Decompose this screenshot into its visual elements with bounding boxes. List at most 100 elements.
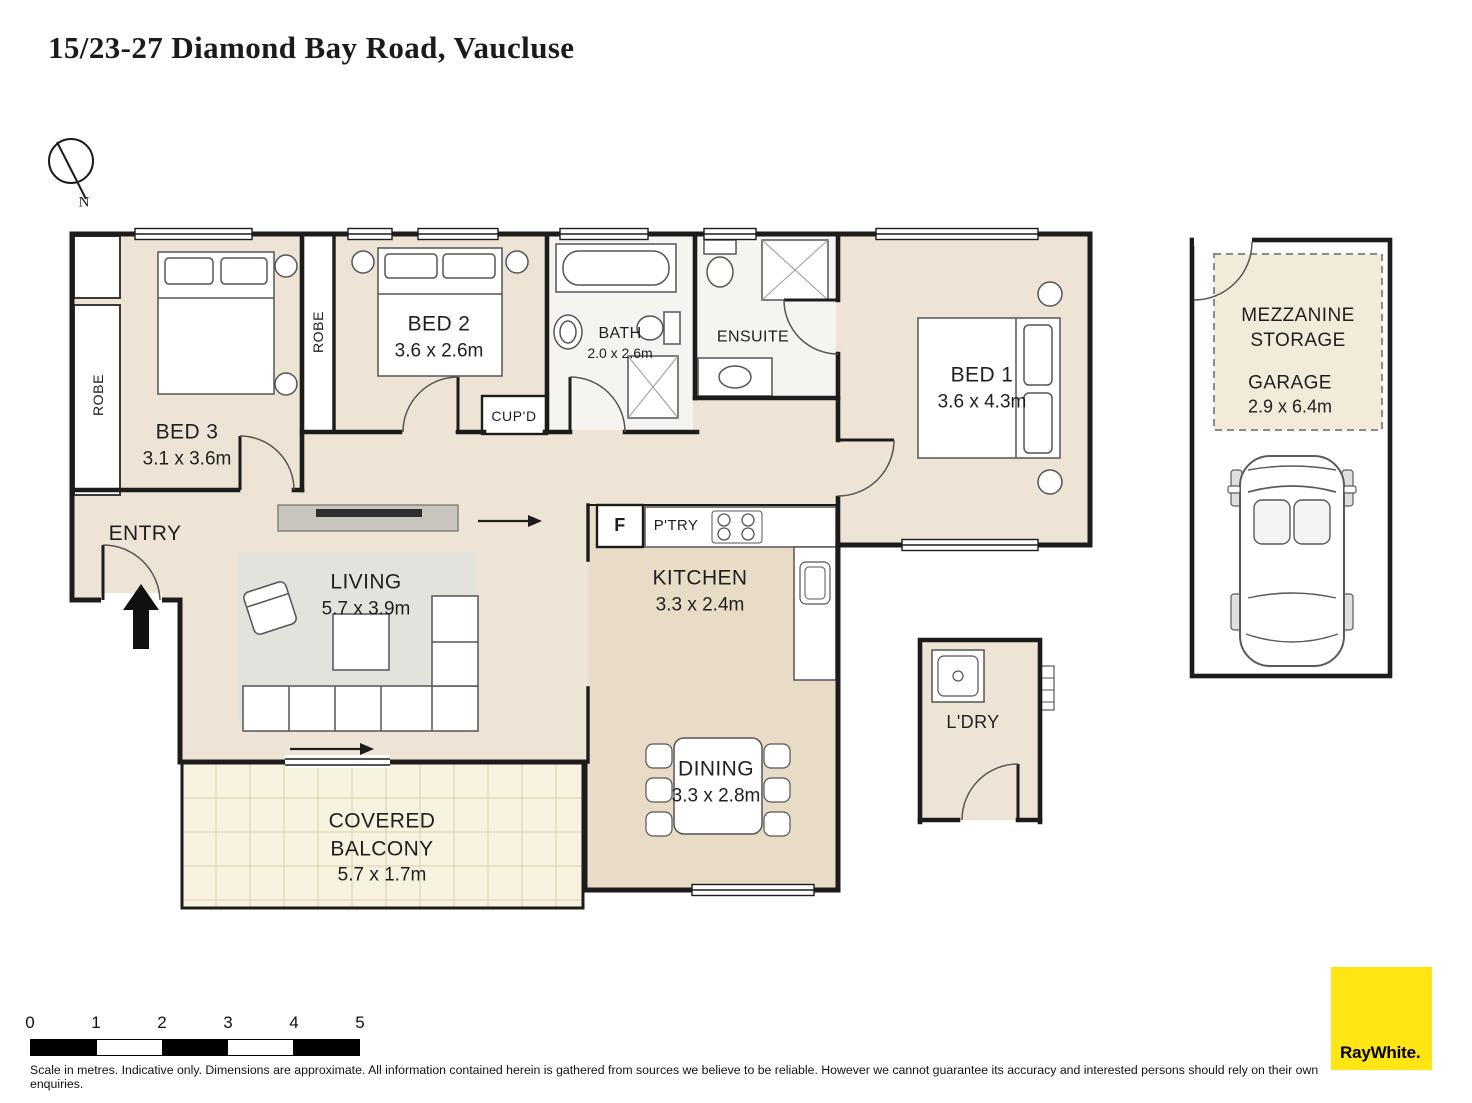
car-top-view xyxy=(1227,455,1357,667)
balcony-label: COVERED BALCONY 5.7 x 1.7m xyxy=(302,808,462,889)
car-seat xyxy=(1253,499,1291,545)
bed1-furniture xyxy=(917,281,1063,495)
bath-fixtures xyxy=(553,243,681,419)
room-name: ENSUITE xyxy=(716,328,790,346)
mezzanine-storage-zone xyxy=(1213,253,1383,431)
scale-tick: 5 xyxy=(355,1013,365,1032)
car-body xyxy=(1239,455,1345,667)
living-label: LIVING 5.7 x 3.9m xyxy=(322,569,411,622)
garage-label: GARAGE 2.9 x 6.4m xyxy=(1248,371,1332,420)
room-name: BATH xyxy=(598,325,642,343)
room-dims: 5.7 x 1.7m xyxy=(337,865,427,887)
scale-tick: 1 xyxy=(91,1013,101,1032)
pantry-label: P'TRY xyxy=(654,516,699,536)
flow-arrows xyxy=(123,515,542,755)
robe-bed2-label: ROBE xyxy=(309,311,327,353)
scale-segment xyxy=(31,1040,97,1055)
entry-label: ENTRY xyxy=(109,520,182,548)
dining-furniture xyxy=(645,737,791,837)
scale-tick: 2 xyxy=(157,1013,167,1032)
room-dims: 2.0 x 2.6m xyxy=(587,345,653,362)
mezzanine-label: MEZZANINE STORAGE xyxy=(1211,303,1386,353)
raywhite-logo: RayWhite. xyxy=(1331,967,1432,1070)
laundry-outline xyxy=(917,637,1043,825)
dining-label: DINING 3.3 x 2.8m xyxy=(672,756,761,809)
disclaimer-text: Scale in metres. Indicative only. Dimens… xyxy=(30,1063,1319,1091)
scale-segment xyxy=(227,1040,294,1055)
cupboard-box xyxy=(480,394,549,436)
room-dims: 3.6 x 4.3m xyxy=(937,391,1027,413)
kitchen-label: KITCHEN 3.3 x 2.4m xyxy=(653,565,748,618)
sofa xyxy=(242,595,479,732)
room-dims: 3.3 x 2.8m xyxy=(671,785,761,807)
scale-segment xyxy=(96,1040,163,1055)
scale-tick: 3 xyxy=(223,1013,233,1032)
media-unit xyxy=(277,504,459,532)
compass-circle xyxy=(48,138,94,184)
room-dims: 3.3 x 2.4m xyxy=(655,594,745,616)
page-title: 15/23-27 Diamond Bay Road, Vaucluse xyxy=(48,30,575,65)
balcony-outline xyxy=(180,760,585,910)
robe-bed2-closet xyxy=(304,236,332,432)
bath-label: BATH 2.0 x 2.6m xyxy=(587,323,652,363)
room-name: ROBE xyxy=(309,310,326,354)
laundry-fixtures xyxy=(931,649,1055,711)
scale-tick: 4 xyxy=(289,1013,299,1032)
fridge-label: F xyxy=(614,514,625,538)
entry-cupboard xyxy=(73,235,121,299)
bed2-furniture xyxy=(351,247,529,377)
scale-segment xyxy=(162,1040,228,1055)
car-seat xyxy=(1293,499,1331,545)
room-name: COVERED BALCONY xyxy=(328,809,436,861)
car-mirror xyxy=(1227,485,1241,494)
sliding-door xyxy=(285,758,390,766)
room-name: KITCHEN xyxy=(652,566,748,590)
room-name: BED 1 xyxy=(950,363,1014,387)
room-dims: 5.7 x 3.9m xyxy=(321,598,411,620)
windows xyxy=(134,227,1039,897)
ensuite-label: ENSUITE xyxy=(717,326,789,347)
raywhite-logo-text: RayWhite. xyxy=(1340,1043,1421,1062)
entry-arrow xyxy=(123,584,159,649)
bed3-furniture xyxy=(157,251,298,396)
robe-bed3-label: ROBE xyxy=(89,374,107,416)
scale-segment xyxy=(293,1040,359,1055)
scale-bar: 0 1 2 3 4 5 xyxy=(25,1013,365,1056)
scale-tick: 0 xyxy=(25,1013,35,1032)
closets xyxy=(73,235,549,496)
room-name: BED 3 xyxy=(155,420,219,444)
bed1-label: BED 1 3.6 x 4.3m xyxy=(938,362,1027,415)
kitchen-fixtures xyxy=(595,503,837,681)
tv xyxy=(316,509,422,517)
coffee-table xyxy=(332,613,390,671)
room-name: DINING xyxy=(678,757,754,781)
room-name: MEZZANINE STORAGE xyxy=(1241,304,1355,351)
north-label: N xyxy=(78,194,90,211)
robe-bed3-closet xyxy=(73,304,121,496)
room-name: GARAGE xyxy=(1248,372,1332,394)
bed3-label: BED 3 3.1 x 3.6m xyxy=(143,419,232,472)
room-name: CUP'D xyxy=(491,407,537,424)
room-dims: 3.6 x 2.6m xyxy=(394,340,484,362)
room-name: P'TRY xyxy=(653,517,699,535)
living-furniture xyxy=(242,504,479,732)
room-name: LIVING xyxy=(330,570,402,594)
armchair xyxy=(243,581,297,635)
scale-bar-segments xyxy=(30,1039,360,1056)
fridge-box xyxy=(595,503,645,549)
dining-table xyxy=(673,737,763,835)
room-name: ROBE xyxy=(89,373,106,417)
cupboard-label: CUP'D xyxy=(491,407,536,425)
ensuite-fixtures xyxy=(697,239,829,397)
room-name: ENTRY xyxy=(108,522,182,546)
garage-outline xyxy=(1189,237,1393,679)
bed2-label: BED 2 3.6 x 2.6m xyxy=(395,311,484,364)
furniture xyxy=(157,239,1357,837)
room-name: BED 2 xyxy=(407,312,471,336)
car-mirror xyxy=(1343,485,1357,494)
scale-ticks: 0 1 2 3 4 5 xyxy=(25,1013,364,1039)
compass xyxy=(48,138,94,200)
room-name: L'DRY xyxy=(946,712,1000,733)
